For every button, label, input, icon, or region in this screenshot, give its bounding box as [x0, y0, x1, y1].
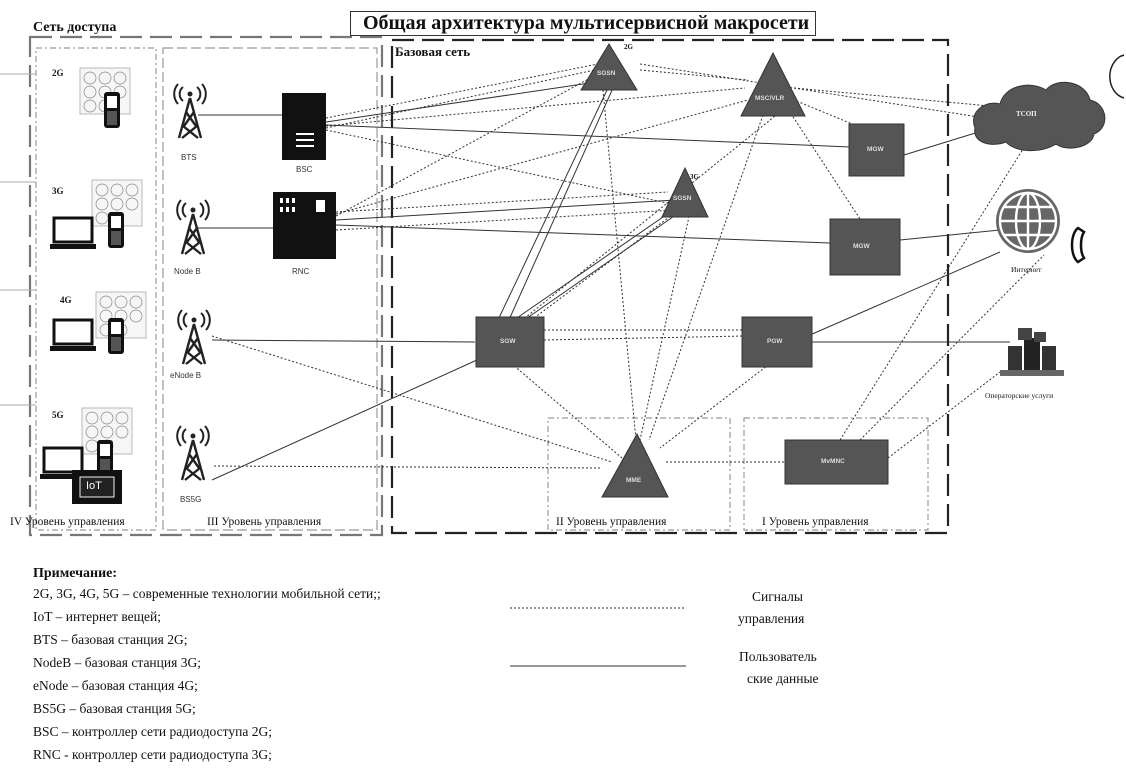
note-line: BS5G – базовая станция 5G; — [33, 701, 196, 716]
mvmnc-label: MvMNC — [821, 458, 845, 465]
access-2g-cluster — [79, 67, 131, 128]
diagram-title: Общая архитектура мультисервисной макрос… — [350, 11, 817, 36]
bs5g-label: BS5G — [180, 495, 202, 504]
mgw-1-label: MGW — [867, 146, 884, 153]
note-line: RNC - контроллер сети радиодоступа 3G; — [33, 747, 272, 762]
telephone-icon — [1070, 226, 1086, 264]
iot-label: IoT — [86, 480, 102, 492]
note-line: BTS – базовая станция 2G; — [33, 632, 188, 647]
nodeb-tower-icon — [175, 198, 211, 256]
level-ii-label: II Уровень управления — [556, 516, 667, 528]
note-line: BSC – контроллер сети радиодоступа 2G; — [33, 724, 272, 739]
gen-4g-label: 4G — [60, 295, 72, 305]
level-ii-border — [547, 417, 731, 531]
sgw-icon — [475, 316, 545, 368]
mgw-1-icon — [848, 123, 905, 177]
rnc-label: RNC — [292, 267, 310, 276]
gen-2g-label: 2G — [52, 68, 64, 78]
legend-user-label-2: ские данные — [747, 671, 819, 686]
pgw-icon — [741, 316, 813, 368]
mvmnc-icon — [784, 439, 889, 485]
bts-label: BTS — [181, 153, 197, 162]
gen-3g-label: 3G — [52, 186, 64, 196]
access-5g-cluster — [38, 407, 133, 504]
enodeb-tower-icon — [176, 308, 212, 366]
level-iii-border — [162, 47, 378, 531]
bs5g-tower-icon — [175, 424, 211, 482]
sgsn-3g-label: SGSN — [673, 195, 692, 202]
enodeb-label: eNode B — [170, 371, 202, 380]
rnc-icon — [273, 192, 336, 259]
bts-tower-icon — [172, 82, 208, 140]
legend-user-label-1: Пользователь — [739, 649, 817, 664]
sgsn-2g-icon — [580, 43, 638, 91]
sgsn-2g-label: SGSN — [597, 70, 616, 77]
legend-control-label-1: Сигналы — [752, 589, 803, 604]
note-line: eNode – базовая станция 4G; — [33, 678, 198, 693]
servers-icon — [1000, 328, 1064, 376]
internet-label: Интернет — [1011, 265, 1042, 274]
operator-services-label: Операторские услуги — [985, 391, 1054, 400]
nodeb-label: Node B — [174, 267, 201, 276]
note-line: IoT – интернет вещей; — [33, 609, 161, 624]
globe-icon — [996, 189, 1060, 253]
control-links — [211, 61, 1045, 469]
mme-label: MME — [626, 477, 642, 484]
access-network-title: Сеть доступа — [33, 20, 117, 35]
mme-icon — [601, 432, 669, 498]
sgw-label: SGW — [500, 338, 516, 345]
level-iv-label: IV Уровень управления — [10, 516, 125, 528]
sgsn-2g-gen-label: 2G — [624, 43, 633, 51]
note-line: NodeB – базовая станция 3G; — [33, 655, 201, 670]
mgw-2-icon — [829, 218, 901, 276]
core-network-title: Базовая сеть — [395, 44, 471, 59]
pstn-label: ТСОП — [1016, 110, 1037, 118]
pgw-label: PGW — [767, 338, 783, 345]
level-iii-label: III Уровень управления — [207, 516, 322, 528]
core-network-border — [390, 38, 950, 535]
level-iv-border — [35, 47, 157, 531]
level-i-label: I Уровень управления — [762, 516, 869, 528]
level-i-border — [743, 417, 929, 531]
sgsn-3g-gen-label: 3G — [690, 173, 699, 181]
bsc-label: BSC — [296, 165, 313, 174]
notes-heading: Примечание: — [33, 566, 118, 581]
msc-vlr-label: MSC/VLR — [755, 95, 785, 102]
msc-vlr-icon — [740, 51, 806, 117]
gen-5g-label: 5G — [52, 410, 64, 420]
pstn-cloud-icon — [973, 81, 1106, 151]
sgsn-3g-icon — [661, 166, 709, 218]
note-line: 2G, 3G, 4G, 5G – современные технологии … — [33, 586, 381, 601]
mgw-2-label: MGW — [853, 243, 870, 250]
legend-control-label-2: управления — [738, 611, 805, 626]
access-network-border — [28, 35, 384, 537]
access-3g-cluster — [48, 179, 143, 251]
bsc-icon — [282, 93, 326, 160]
user-data-links — [198, 79, 1010, 481]
